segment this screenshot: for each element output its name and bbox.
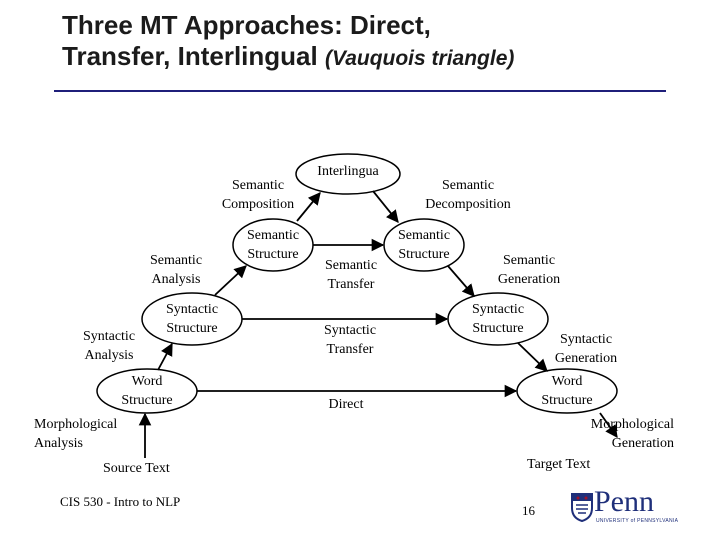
interlingua-label: Interlingua [317,164,379,179]
penn-logo-wordmark: Penn [594,485,654,518]
syntactic-structure-right-label: Syntactic Structure [471,302,525,336]
arrow-syntactic-to-semantic [214,265,247,296]
source-text-label: Source Text [103,461,170,476]
syntactic-transfer-label: Syntactic Transfer [323,323,377,357]
arrow-semantic-to-interlingua [296,192,321,222]
arrow-interlingua-to-semantic [372,190,399,223]
arrow-word-to-syntactic [157,342,173,371]
footer-course: CIS 530 - Intro to NLP [60,494,181,509]
direct-label: Direct [328,397,364,412]
target-text-label: Target Text [527,457,591,472]
title-underline [54,90,666,92]
syntactic-analysis-label: Syntactic Analysis [82,329,136,363]
word-structure-left-label: Word Structure [121,374,173,408]
morphological-generation-label: Morphological Generation [590,417,674,451]
semantic-structure-right-label: Semantic Structure [397,228,451,262]
arrow-word-to-target [599,412,618,439]
arrow-syntactic-to-word [517,342,548,372]
penn-logo: Penn UNIVERSITY of PENNSYLVANIA [568,486,678,530]
penn-shield-icon [571,493,593,522]
title-line-2: Transfer, Interlingual (Vauquois triangl… [62,41,514,74]
semantic-analysis-label: Semantic Analysis [149,253,203,287]
semantic-structure-left-label: Semantic Structure [246,228,300,262]
syntactic-structure-left-label: Syntactic Structure [165,302,219,336]
word-structure-right-label: Word Structure [541,374,593,408]
syntactic-generation-label: Syntactic Generation [554,332,618,366]
penn-logo-tagline: UNIVERSITY of PENNSYLVANIA [596,518,679,524]
slide-title: Three MT Approaches: Direct, Transfer, I… [62,10,514,74]
semantic-decomposition-label: Semantic Decomposition [425,178,511,212]
arrow-semantic-to-syntactic [447,265,475,297]
title-line-2-text: Transfer, Interlingual [62,41,325,71]
semantic-generation-label: Semantic Generation [497,253,561,287]
semantic-composition-label: Semantic Composition [221,178,295,212]
page-number: 16 [522,503,535,518]
interlingua-node [295,153,401,195]
morphological-analysis-label: Morphological Analysis [34,417,118,451]
title-line-1: Three MT Approaches: Direct, [62,10,431,40]
title-subtitle: (Vauquois triangle) [324,47,515,70]
semantic-transfer-label: Semantic Transfer [324,258,378,292]
